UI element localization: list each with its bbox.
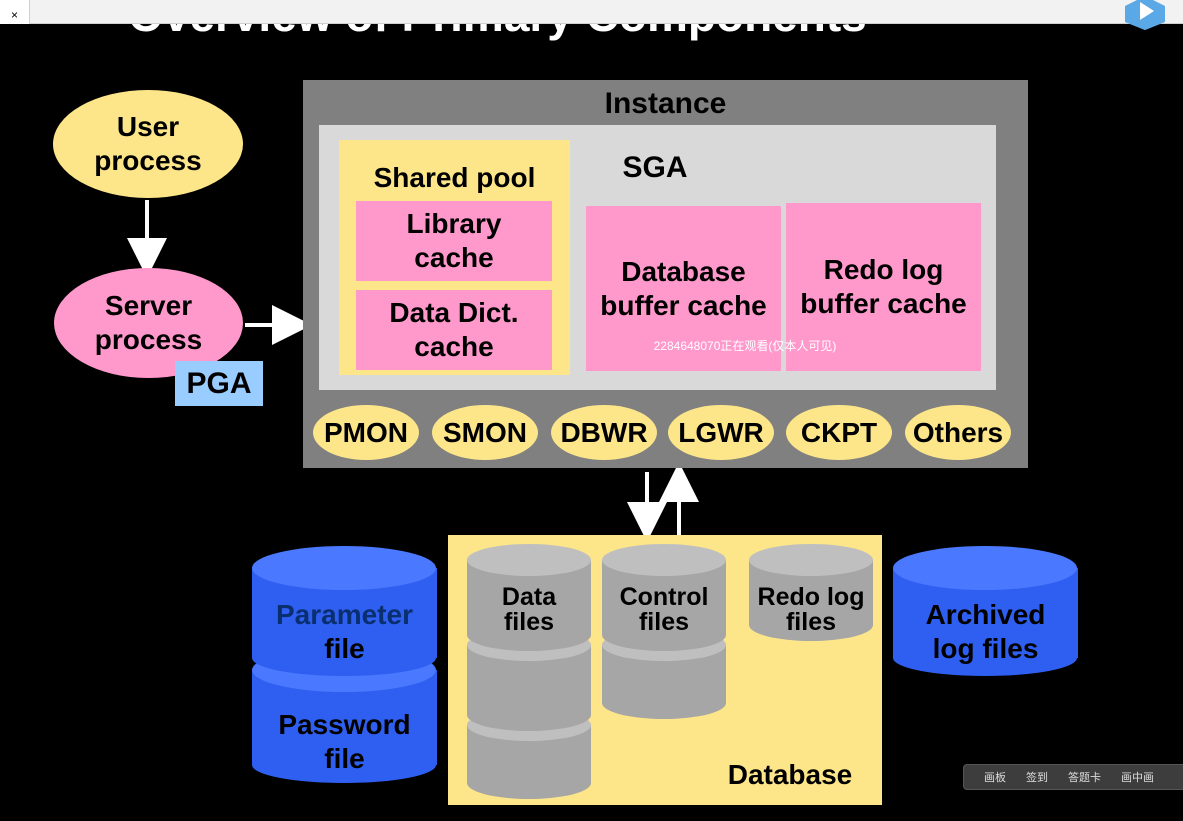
pga-box: PGA	[175, 361, 263, 406]
archived-log-files-cylinder	[893, 546, 1078, 676]
archived-line2: log files	[932, 633, 1039, 664]
user-process-line1: User	[116, 111, 180, 143]
data-files-line1: Data	[501, 583, 557, 611]
redo-files-line1: Redo log	[757, 583, 865, 611]
library-cache-line2: cache	[414, 242, 494, 273]
db-buffer-line1: Database	[621, 255, 746, 287]
control-files-label: Control files	[602, 585, 726, 635]
database-buffer-cache-box: Database buffer cache	[586, 206, 781, 371]
browser-tab-bar-overlay	[0, 0, 1183, 24]
server-process-line1: Server	[104, 290, 193, 322]
redo-buffer-line1: Redo log	[823, 254, 944, 286]
data-dict-line2: cache	[414, 331, 494, 362]
instance-title: Instance	[604, 87, 727, 120]
password-file-label: Password file	[252, 706, 437, 778]
toolbar-pip-button[interactable]: 画中画	[1121, 772, 1154, 784]
close-icon[interactable]: ×	[10, 8, 18, 22]
control-files-line2: files	[638, 608, 690, 636]
redo-buffer-line2: buffer cache	[800, 288, 967, 319]
server-process-ellipse: Server process	[54, 268, 243, 378]
toolbar-answer-card-button[interactable]: 答题卡	[1068, 772, 1101, 784]
shared-pool-label: Shared pool	[373, 162, 536, 194]
control-files-cylinder	[602, 544, 726, 719]
redo-log-files-label: Redo log files	[745, 585, 877, 635]
others-process: Others	[905, 405, 1011, 460]
dbwr-process: DBWR	[551, 405, 657, 460]
toolbar-checkin-button[interactable]: 签到	[1026, 772, 1048, 784]
toolbar-whiteboard-button[interactable]: 画板	[984, 772, 1006, 784]
library-cache-box: Library cache	[356, 201, 552, 281]
data-files-label: Data files	[467, 585, 591, 635]
parameter-file-line2: file	[324, 633, 365, 664]
lgwr-process: LGWR	[668, 405, 774, 460]
password-file-line2: file	[324, 743, 365, 774]
play-icon[interactable]	[1121, 0, 1169, 30]
close-tab-button-overlay[interactable]: ×	[0, 0, 30, 24]
parameter-file-cylinder	[252, 546, 437, 676]
redo-log-buffer-cache-box: Redo log buffer cache	[786, 203, 981, 371]
data-dict-cache-box: Data Dict. cache	[356, 290, 552, 370]
data-files-line2: files	[503, 608, 555, 636]
ckpt-process: CKPT	[786, 405, 892, 460]
parameter-file-label: Parameter file	[252, 596, 437, 668]
control-files-line1: Control	[619, 583, 709, 611]
pmon-process: PMON	[313, 405, 419, 460]
sga-label: SGA	[622, 151, 688, 184]
library-cache-line1: Library	[406, 208, 502, 240]
user-process-ellipse: User process	[53, 90, 243, 198]
db-buffer-line2: buffer cache	[600, 289, 767, 321]
live-toolbar: 画板 签到 答题卡 画中画	[963, 764, 1183, 790]
smon-process: SMON	[432, 405, 538, 460]
server-process-line2: process	[94, 324, 203, 355]
redo-log-files-cylinder	[749, 544, 873, 641]
archived-line1: Archived	[925, 599, 1046, 631]
database-label: Database	[727, 759, 853, 791]
parameter-file-line1: Parameter	[276, 599, 413, 631]
data-files-cylinder	[467, 544, 591, 799]
password-file-line1: Password	[278, 709, 411, 741]
redo-files-line2: files	[785, 608, 837, 636]
user-process-line2: process	[94, 145, 202, 176]
viewer-watermark: 2284648070正在观看(仅本人可见)	[653, 339, 837, 353]
archived-log-files-label: Archived log files	[893, 596, 1078, 668]
data-dict-line1: Data Dict.	[389, 297, 519, 329]
